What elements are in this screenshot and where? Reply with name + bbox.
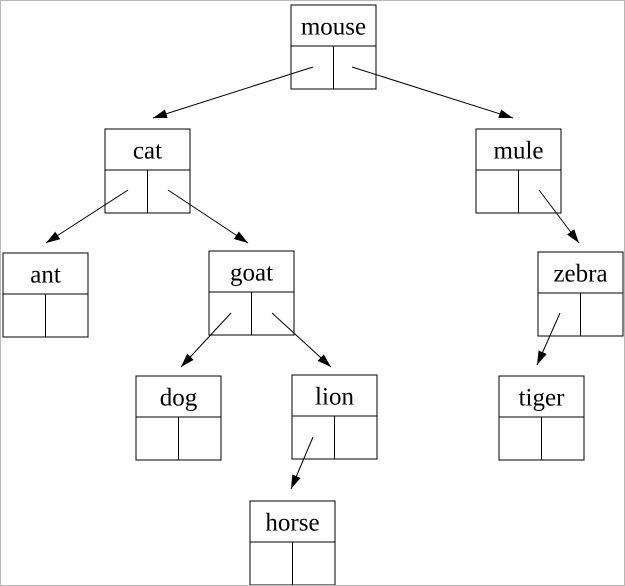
pointer-arrow-mule-right-to-zebra xyxy=(538,189,580,244)
pointer-arrow-cat-right-to-goat xyxy=(167,189,249,244)
pointer-arrow-cat-left-to-ant xyxy=(45,189,129,244)
node-label-cat: cat xyxy=(133,138,162,165)
node-label-mouse: mouse xyxy=(301,14,366,41)
tree-node-ant: ant xyxy=(2,252,89,338)
pointer-arrow-goat-right-to-lion xyxy=(271,312,332,368)
pointer-arrow-goat-left-to-dog xyxy=(180,312,232,368)
tree-node-mule: mule xyxy=(475,128,562,214)
pointer-arrow-zebra-left-to-tiger xyxy=(536,312,561,366)
tree-nodes-layer: mouse cat mule ant goat zebra dog lion tiger hors… xyxy=(2,4,624,585)
tree-node-horse: horse xyxy=(249,500,336,585)
pointer-arrow-mouse-right-to-mule xyxy=(351,66,514,119)
tree-node-lion: lion xyxy=(291,374,378,460)
node-label-goat: goat xyxy=(230,260,273,287)
tree-node-mouse: mouse xyxy=(290,4,377,90)
tree-node-dog: dog xyxy=(135,375,222,461)
pointer-arrows-layer xyxy=(45,66,580,490)
tree-node-cat: cat xyxy=(104,128,191,214)
tree-node-tiger: tiger xyxy=(498,375,585,461)
node-label-zebra: zebra xyxy=(553,261,607,288)
node-label-lion: lion xyxy=(315,384,354,411)
node-label-dog: dog xyxy=(160,385,198,412)
node-label-ant: ant xyxy=(30,262,61,289)
pointer-arrow-mouse-left-to-cat xyxy=(152,66,314,119)
node-label-mule: mule xyxy=(494,138,544,165)
node-label-tiger: tiger xyxy=(519,385,565,412)
pointer-arrow-lion-left-to-horse xyxy=(290,436,314,490)
node-label-horse: horse xyxy=(265,510,319,537)
tree-node-zebra: zebra xyxy=(537,251,624,337)
